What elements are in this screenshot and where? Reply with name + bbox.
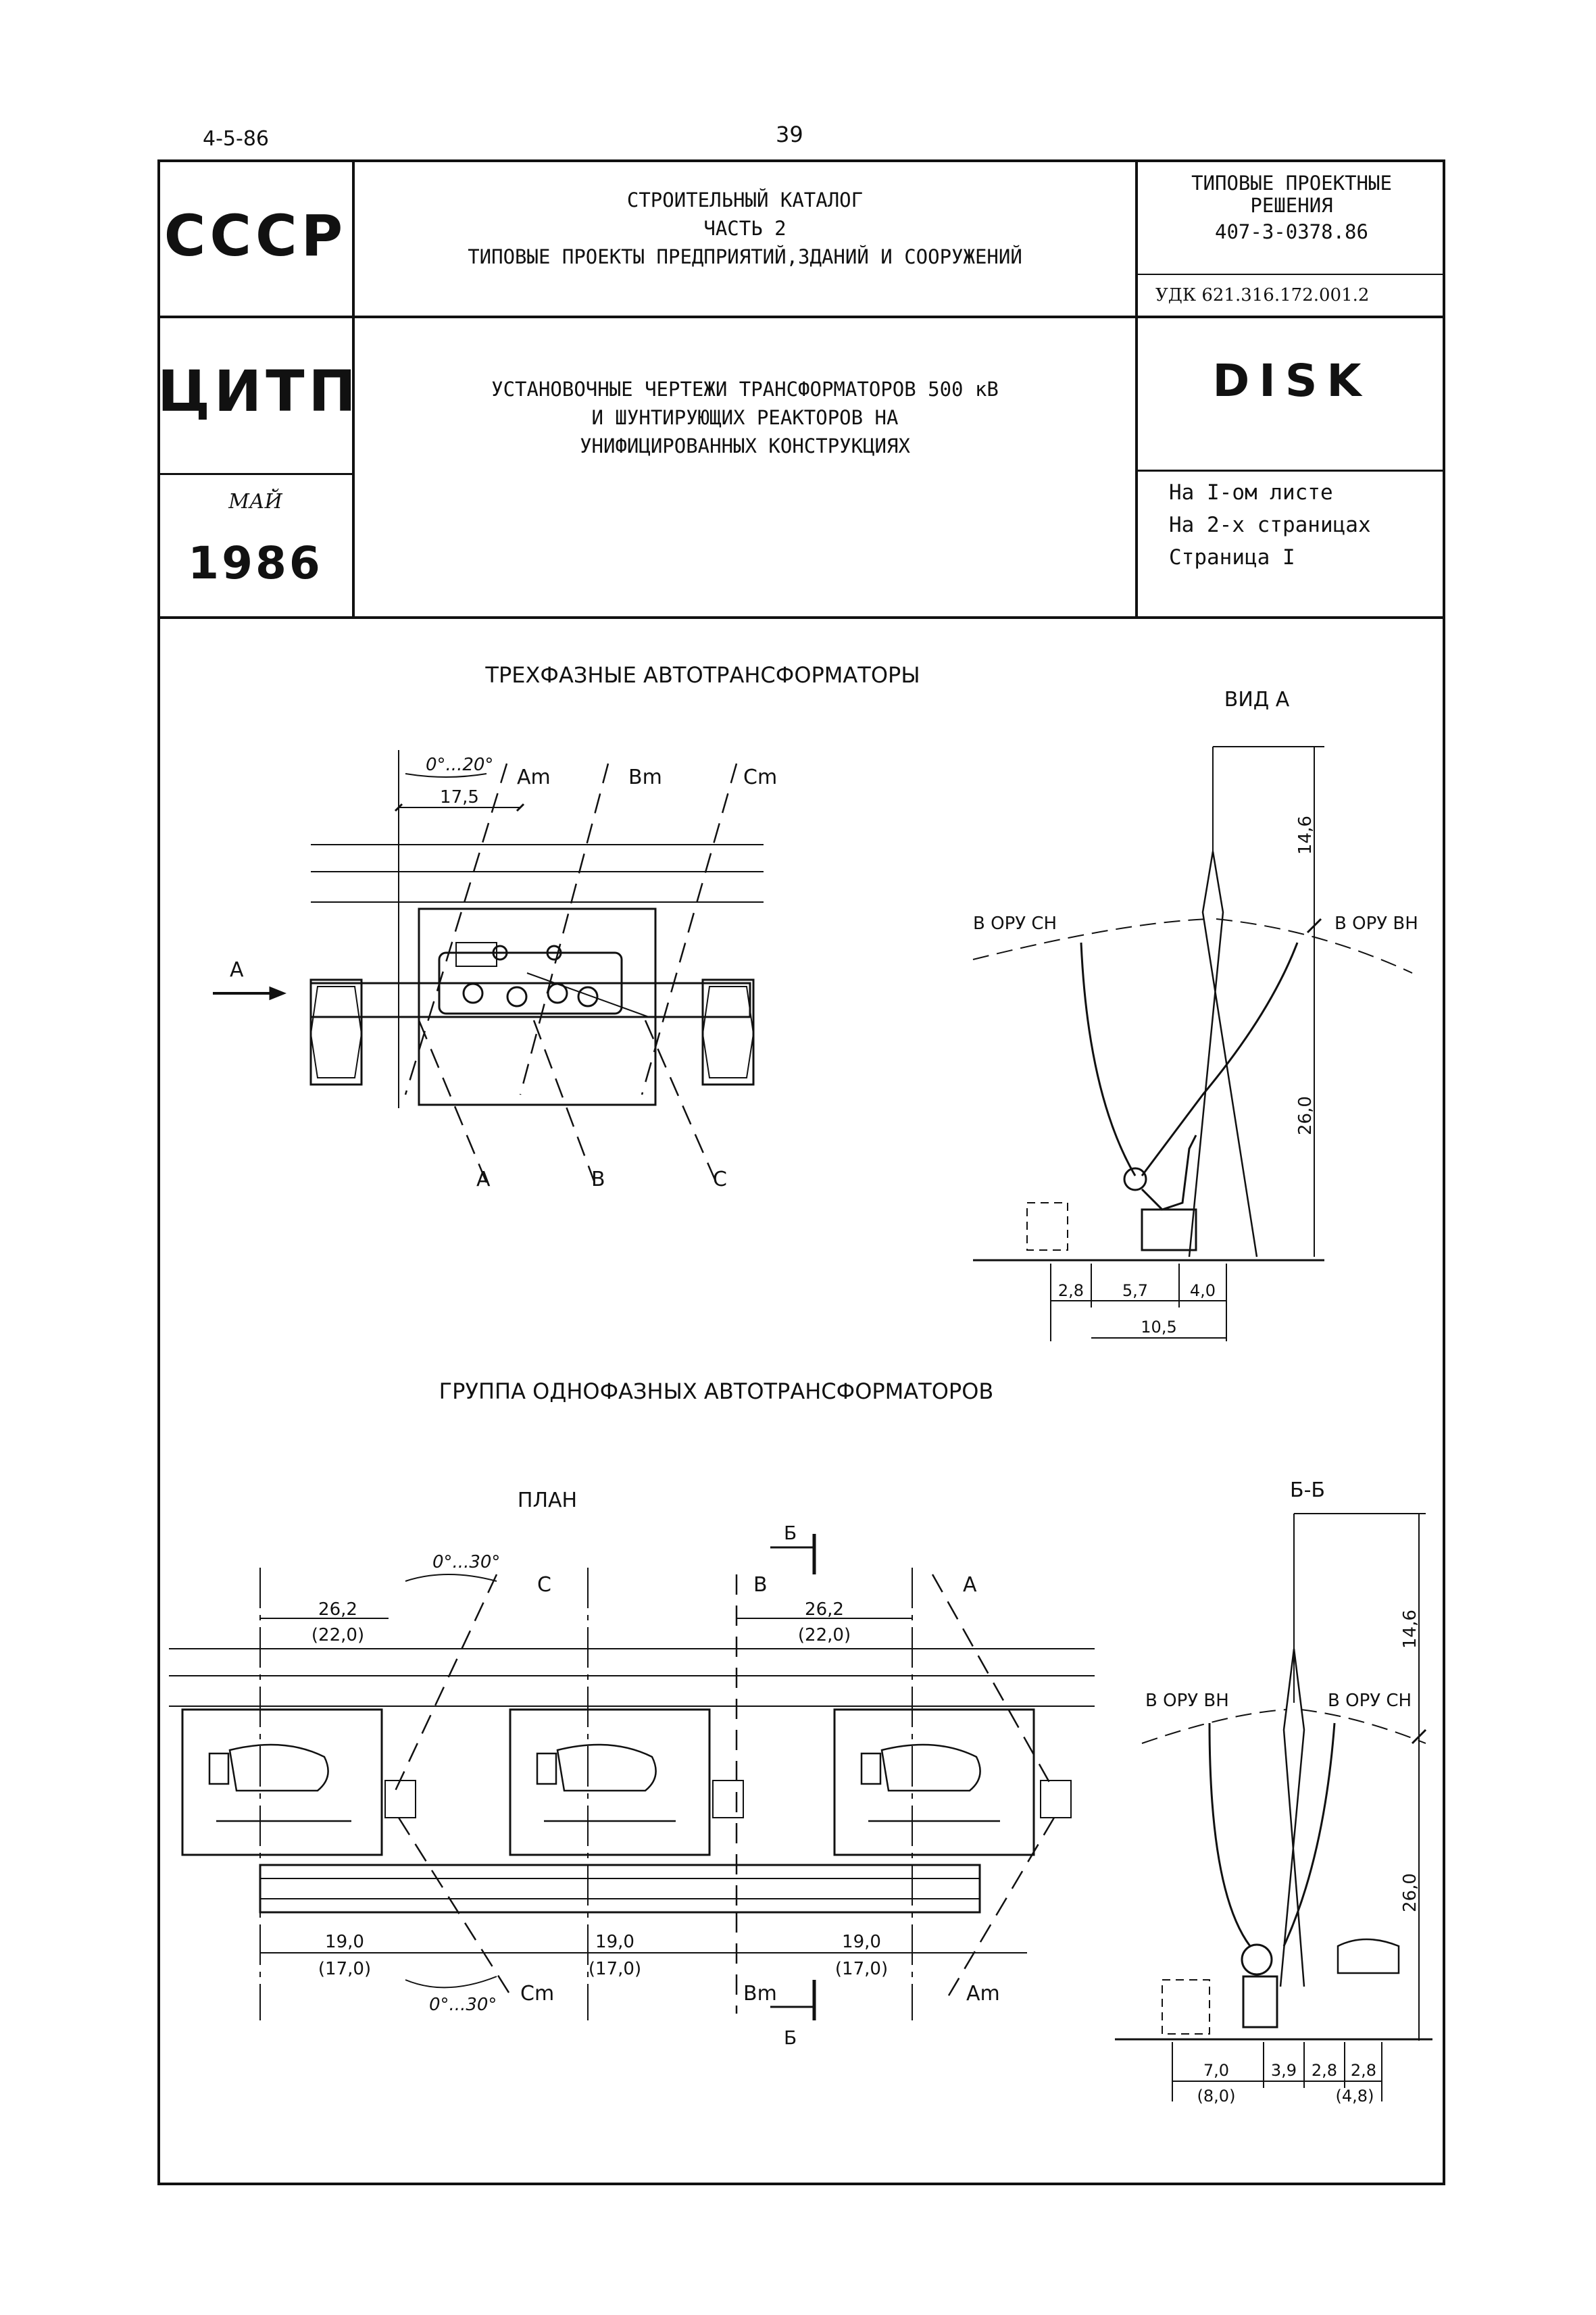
project-code: 407-3-0378.86 <box>1215 220 1368 243</box>
dim-top-right-alt: (22,0) <box>798 1625 851 1645</box>
dim-top-left-alt: (22,0) <box>311 1625 364 1645</box>
section-dim-alt: (4,8) <box>1336 2087 1374 2106</box>
phase-top-label: B <box>753 1573 768 1597</box>
phase-bottom-label: Am <box>966 1982 1000 2006</box>
section-dim: 2,8 <box>1312 2061 1337 2080</box>
section-dim: 7,0 <box>1203 2061 1229 2080</box>
dim-bottom-alt: (17,0) <box>318 1959 371 1979</box>
solutions-line: РЕШЕНИЯ <box>1250 194 1333 217</box>
angle-label: 0°...20° <box>426 755 493 775</box>
dim-bottom: 19,0 <box>595 1932 634 1952</box>
phase-top-label: A <box>963 1573 977 1597</box>
drawing2-plan <box>169 1534 1095 2020</box>
org-divider <box>157 473 353 475</box>
arrow-label: A <box>230 958 244 982</box>
dim-bottom: 2,8 <box>1058 1281 1084 1300</box>
phase-top-label: Am <box>517 766 551 789</box>
dim-bottom: 4,0 <box>1190 1281 1216 1300</box>
udk-code: УДК 621.316.172.001.2 <box>1155 285 1370 305</box>
subject-line: УНИФИЦИРОВАННЫХ КОНСТРУКЦИЯХ <box>580 434 910 457</box>
catalog-text: СТРОИТЕЛЬНЫЙ КАТАЛОГ ЧАСТЬ 2 ТИПОВЫЕ ПРО… <box>355 186 1135 271</box>
dim-top-right: 26,2 <box>805 1599 844 1620</box>
left-connection: В ОРУ СН <box>973 914 1057 934</box>
disk-divider <box>1135 470 1445 472</box>
angle-top: 0°...30° <box>432 1552 500 1572</box>
sheet-frame <box>157 159 1445 2185</box>
phase-bottom-label: Bm <box>743 1982 777 2006</box>
solutions-text: ТИПОВЫЕ ПРОЕКТНЫЕ РЕШЕНИЯ 407-3-0378.86 <box>1138 172 1445 243</box>
section-label: Б-Б <box>1290 1478 1325 1502</box>
left-connection: В ОРУ ВН <box>1145 1691 1229 1711</box>
org-label: ЦИТП <box>157 358 360 424</box>
phase-top-label: Cm <box>743 766 777 789</box>
section-mark-top: Б <box>784 1522 797 1544</box>
dim-bottom-alt: (17,0) <box>589 1959 641 1979</box>
dim-bottom-alt: (17,0) <box>835 1959 888 1979</box>
height-top: 14,6 <box>1400 1610 1420 1649</box>
height-main: 26,0 <box>1400 1873 1420 1912</box>
catalog-line: ТИПОВЫЕ ПРОЕКТЫ ПРЕДПРИЯТИЙ,ЗДАНИЙ И СОО… <box>468 245 1022 268</box>
page-number: 39 <box>776 122 803 147</box>
phase-top-label: Bm <box>628 766 662 789</box>
country-label: СССР <box>164 203 347 269</box>
sheet-line: На 2-х страницах <box>1169 513 1371 537</box>
right-connection: В ОРУ ВН <box>1335 914 1418 934</box>
right-connection: В ОРУ СН <box>1328 1691 1412 1711</box>
section-dim: 3,9 <box>1271 2061 1297 2080</box>
subject-text: УСТАНОВОЧНЫЕ ЧЕРТЕЖИ ТРАНСФОРМАТОРОВ 500… <box>355 375 1135 460</box>
dim-total: 10,5 <box>1141 1318 1176 1337</box>
phase-top-label: C <box>537 1573 551 1597</box>
title-divider-left <box>352 159 355 619</box>
height-top: 14,6 <box>1295 816 1316 855</box>
phase-bottom-label: Cm <box>520 1982 554 2006</box>
sheet-line: Страница I <box>1169 545 1295 570</box>
doc-date: 4-5-86 <box>203 127 269 151</box>
drawing2-title: ГРУППА ОДНОФАЗНЫХ АВТОТРАНСФОРМАТОРОВ <box>439 1378 994 1404</box>
dim-bottom: 5,7 <box>1122 1281 1148 1300</box>
udk-divider <box>1135 274 1445 275</box>
month-label: МАЙ <box>228 490 282 514</box>
catalog-line: ЧАСТЬ 2 <box>703 217 787 240</box>
view-a-label: ВИД А <box>1224 688 1290 712</box>
dim-bottom: 19,0 <box>325 1932 364 1952</box>
drawing1-plan <box>213 750 764 1183</box>
catalog-line: СТРОИТЕЛЬНЫЙ КАТАЛОГ <box>626 189 864 211</box>
height-main: 26,0 <box>1295 1096 1316 1135</box>
sheet-line: На I-ом листе <box>1169 480 1333 505</box>
subject-line: УСТАНОВОЧНЫЕ ЧЕРТЕЖИ ТРАНСФОРМАТОРОВ 500… <box>491 378 999 401</box>
subject-line: И ШУНТИРУЮЩИХ РЕАКТОРОВ НА <box>591 406 899 429</box>
dim-span: 17,5 <box>440 787 479 807</box>
section-dim: 2,8 <box>1351 2061 1376 2080</box>
phase-bottom-label: C <box>713 1168 727 1191</box>
title-divider-row <box>157 316 1445 318</box>
angle-bottom: 0°...30° <box>429 1995 497 2015</box>
disk-label: DISK <box>1212 355 1371 407</box>
phase-bottom-label: B <box>591 1168 605 1191</box>
title-divider-right <box>1135 159 1138 619</box>
section-mark-bottom: Б <box>784 2026 797 2049</box>
dim-bottom: 19,0 <box>842 1932 881 1952</box>
plan-label: ПЛАН <box>518 1489 577 1512</box>
sheet-info: На I-ом листе На 2-х страницах Страница … <box>1169 476 1371 574</box>
year-label: 1986 <box>188 537 323 589</box>
phase-bottom-label: A <box>476 1168 491 1191</box>
solutions-line: ТИПОВЫЕ ПРОЕКТНЫЕ <box>1191 172 1392 195</box>
section-dim-alt: (8,0) <box>1197 2087 1236 2106</box>
drawing1-view-a <box>972 746 1413 1341</box>
title-bottom-line <box>157 616 1445 619</box>
drawing1-title: ТРЕХФАЗНЫЕ АВТОТРАНСФОРМАТОРЫ <box>484 662 920 688</box>
dim-top-left: 26,2 <box>318 1599 357 1620</box>
drawing2-section <box>1115 1513 1432 2101</box>
